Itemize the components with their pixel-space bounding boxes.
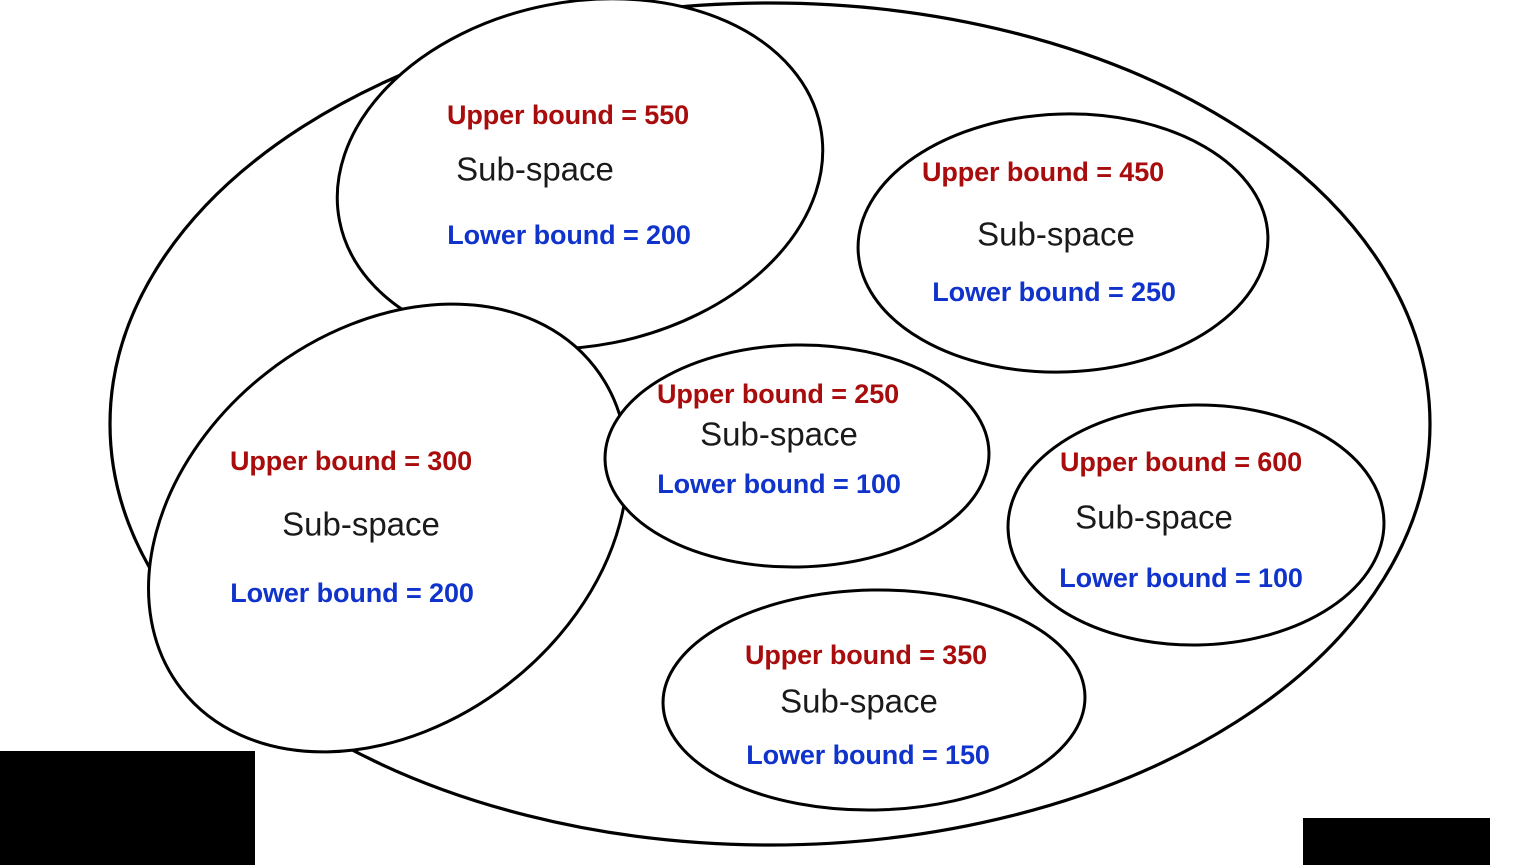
- subspace-left-ellipse[interactable]: [60, 211, 715, 844]
- subspace-top-left-group[interactable]: Upper bound = 550 Sub-space Lower bound …: [307, 0, 854, 390]
- redaction-bottom-right: [1303, 818, 1490, 865]
- subspace-top-right-upper-bound: Upper bound = 450: [922, 157, 1164, 187]
- subspace-top-left-upper-bound: Upper bound = 550: [447, 100, 689, 130]
- subspace-left-group[interactable]: Upper bound = 300 Sub-space Lower bound …: [60, 211, 715, 844]
- subspace-bottom-label: Sub-space: [780, 683, 938, 720]
- subspace-top-left-label: Sub-space: [456, 151, 614, 188]
- subspace-center-upper-bound: Upper bound = 250: [657, 379, 899, 409]
- subspace-top-right-lower-bound: Lower bound = 250: [932, 277, 1176, 307]
- subspace-center-group[interactable]: Upper bound = 250 Sub-space Lower bound …: [603, 342, 991, 571]
- subspace-left-lower-bound: Lower bound = 200: [230, 578, 474, 608]
- subspace-center-label: Sub-space: [700, 416, 858, 453]
- subspace-top-right-group[interactable]: Upper bound = 450 Sub-space Lower bound …: [854, 107, 1273, 379]
- subspace-top-left-lower-bound: Lower bound = 200: [447, 220, 691, 250]
- subspace-center-ellipse[interactable]: [603, 342, 991, 571]
- subspace-right-label: Sub-space: [1075, 499, 1233, 536]
- subspace-right-lower-bound: Lower bound = 100: [1059, 563, 1303, 593]
- redaction-bottom-left: [0, 751, 255, 865]
- subspace-right-upper-bound: Upper bound = 600: [1060, 447, 1302, 477]
- subspace-bottom-group[interactable]: Upper bound = 350 Sub-space Lower bound …: [661, 586, 1087, 813]
- subspace-center-lower-bound: Lower bound = 100: [657, 469, 901, 499]
- subspace-right-ellipse[interactable]: [1006, 402, 1386, 649]
- subspace-top-right-ellipse[interactable]: [854, 107, 1273, 379]
- subspace-bottom-lower-bound: Lower bound = 150: [746, 740, 990, 770]
- subspace-bottom-ellipse[interactable]: [661, 586, 1087, 813]
- subspace-right-group[interactable]: Upper bound = 600 Sub-space Lower bound …: [1006, 402, 1386, 649]
- subspace-top-left-ellipse[interactable]: [307, 0, 854, 390]
- subspace-top-right-label: Sub-space: [977, 216, 1135, 253]
- subspace-left-label: Sub-space: [282, 506, 440, 543]
- subspace-left-upper-bound: Upper bound = 300: [230, 446, 472, 476]
- subspace-bottom-upper-bound: Upper bound = 350: [745, 640, 987, 670]
